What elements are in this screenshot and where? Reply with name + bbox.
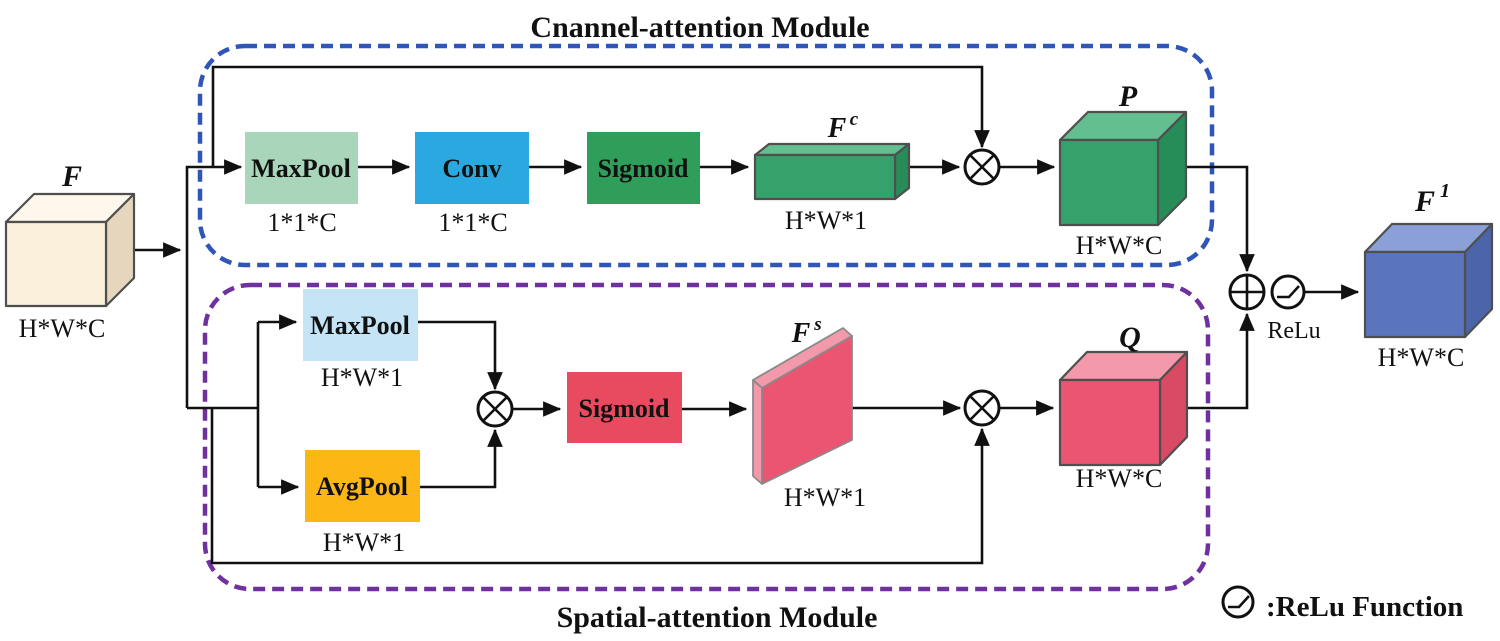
- output-dim: H*W*C: [1378, 343, 1465, 372]
- fs-plate-edge: [752, 379, 763, 485]
- fc-slab-top: [753, 142, 911, 157]
- spatial-maxpool-block: [303, 289, 418, 361]
- spatial-sigmoid-block: [567, 372, 682, 443]
- multiply-x-2: [969, 395, 995, 421]
- p-cube-front: [1058, 138, 1160, 227]
- spatial-multiply-op-1: [476, 390, 514, 428]
- relu-curve-icon: [1277, 285, 1300, 299]
- spatial-skip-line: [210, 408, 990, 565]
- arrow-p-to-add: [1186, 165, 1255, 273]
- input-cube: [4, 192, 136, 308]
- legend-relu-icon: [1221, 585, 1255, 619]
- fs-plate: [752, 327, 853, 485]
- output-cube-front: [1363, 250, 1467, 339]
- fc-label: F: [827, 113, 847, 144]
- spatial-sigmoid-label: Sigmoid: [578, 394, 670, 423]
- channel-module-box: [197, 43, 1215, 268]
- output-label: F: [1414, 185, 1435, 218]
- fs-label: F: [791, 318, 811, 349]
- legend-text: :ReLu Function: [1266, 591, 1463, 623]
- multiply-x-2: [482, 396, 508, 422]
- avgpool-block: [305, 450, 420, 522]
- fs-label-sup: s: [813, 314, 821, 335]
- fc-label-sup: c: [850, 109, 859, 130]
- p-cube: [1058, 110, 1188, 227]
- q-dim: H*W*C: [1076, 464, 1163, 493]
- channel-maxpool-dim: 1*1*C: [267, 208, 336, 237]
- relu-circle: [1270, 274, 1306, 310]
- spatial-maxpool-dim: H*W*1: [321, 363, 403, 392]
- channel-maxpool-block: [245, 132, 358, 204]
- fs-plate-front: [761, 335, 853, 485]
- multiply-x-2: [969, 154, 995, 180]
- q-label: Q: [1119, 321, 1141, 354]
- input-label: F: [61, 160, 82, 193]
- spatial-module-box: [202, 282, 1211, 592]
- spatial-module-title: Spatial-attention Module: [557, 601, 878, 634]
- p-dim: H*W*C: [1076, 231, 1163, 260]
- connectors: [135, 65, 1360, 565]
- output-label-sup: 1: [1440, 180, 1450, 202]
- fc-slab-front: [753, 153, 897, 201]
- conv-block: [415, 132, 529, 204]
- p-label: P: [1118, 80, 1138, 113]
- add-op: [1228, 273, 1266, 311]
- channel-sigmoid-block: [587, 132, 700, 204]
- input-dim-label: H*W*C: [19, 314, 106, 343]
- relu-circle: [1221, 585, 1255, 619]
- q-cube: [1058, 350, 1189, 467]
- relu-op: [1270, 274, 1306, 310]
- channel-module-title: Cnannel-attention Module: [530, 11, 869, 44]
- conv-dim: 1*1*C: [438, 208, 507, 237]
- fc-dim: H*W*1: [785, 206, 867, 235]
- spatial-maxpool-label: MaxPool: [310, 311, 410, 340]
- channel-multiply-op: [963, 148, 1001, 186]
- fc-slab-side: [893, 142, 911, 201]
- input-cube-front: [4, 220, 108, 308]
- avgpool-label: AvgPool: [316, 472, 408, 501]
- arrow-sp-maxpool-to-multiply: [418, 320, 503, 391]
- avgpool-dim: H*W*1: [323, 528, 405, 557]
- output-cube: [1363, 222, 1494, 339]
- spatial-multiply-op-2: [963, 389, 1001, 427]
- fc-slab: [753, 142, 911, 201]
- trunk-and-channel-feed: [185, 159, 243, 408]
- arrow-q-to-add: [1187, 312, 1255, 410]
- fs-dim: H*W*1: [784, 483, 866, 512]
- q-cube-front: [1058, 378, 1162, 467]
- relu-curve-icon: [1228, 595, 1250, 609]
- conv-label: Conv: [442, 154, 501, 183]
- channel-sigmoid-label: Sigmoid: [597, 154, 689, 183]
- relu-label: ReLu: [1267, 318, 1320, 344]
- channel-skip-line: [211, 65, 990, 167]
- channel-maxpool-label: MaxPool: [251, 154, 351, 183]
- arrow-avgpool-to-multiply: [420, 428, 503, 489]
